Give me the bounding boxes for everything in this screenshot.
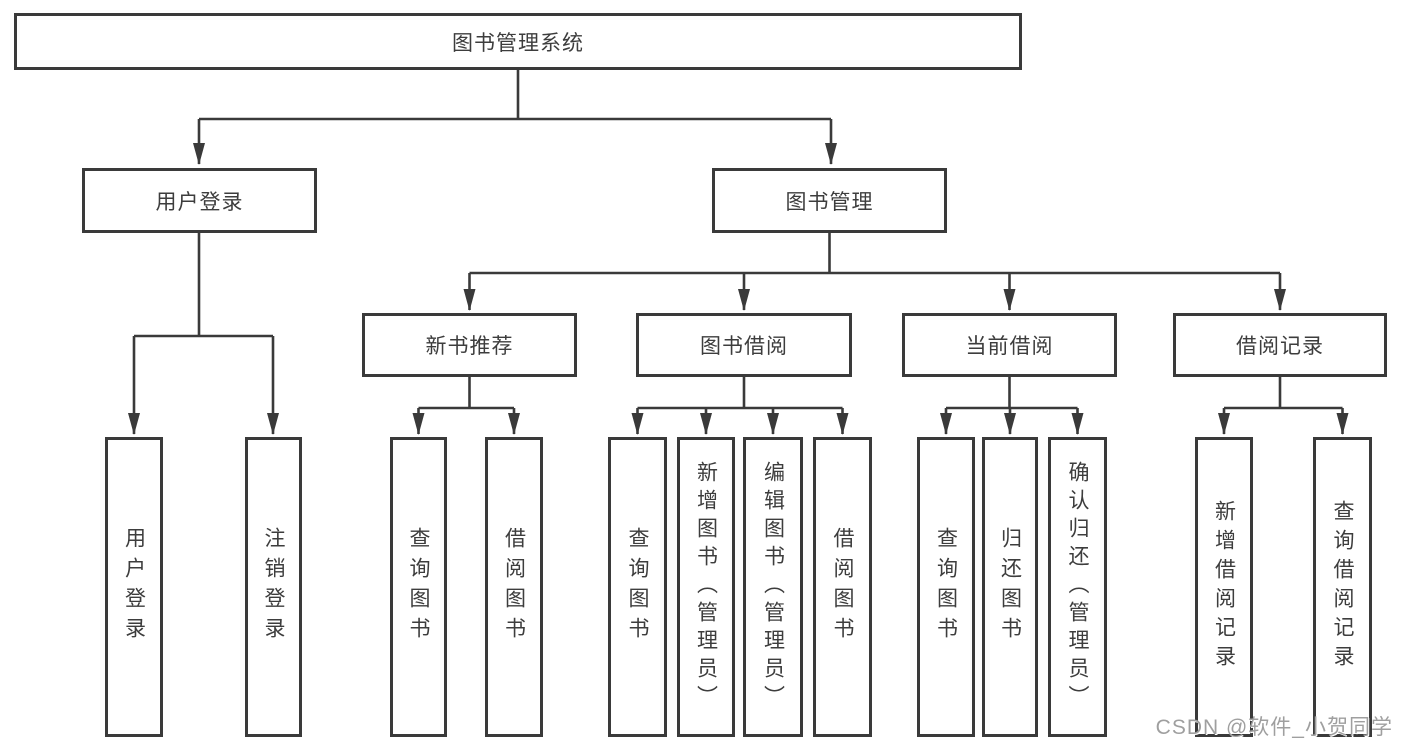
leaf-query-borrow-record: 查询借阅记录 [1313,437,1372,737]
node-book-borrow: 图书借阅 [636,313,852,377]
leaf-confirm-return-admin: 确认归还（管理员） [1048,437,1107,737]
leaf-add-book-admin: 新增图书（管理员） [677,437,735,737]
node-user-login: 用户登录 [82,168,317,233]
node-root-system: 图书管理系统 [14,13,1022,70]
csdn-watermark: CSDN @软件_小贺同学 [1155,716,1393,739]
node-borrow-records: 借阅记录 [1173,313,1387,377]
leaf-query-book-recommend: 查询图书 [390,437,447,737]
leaf-user-login: 用户登录 [105,437,163,737]
leaf-edit-book-admin: 编辑图书（管理员） [743,437,803,737]
leaf-borrow-book-recommend: 借阅图书 [485,437,543,737]
leaf-add-borrow-record: 新增借阅记录 [1195,437,1253,737]
leaf-borrow-book: 借阅图书 [813,437,872,737]
node-book-management: 图书管理 [712,168,947,233]
leaf-return-book: 归还图书 [982,437,1038,737]
leaf-query-book-current: 查询图书 [917,437,975,737]
node-new-book-recommend: 新书推荐 [362,313,577,377]
node-current-borrow: 当前借阅 [902,313,1117,377]
leaf-query-book-borrow: 查询图书 [608,437,667,737]
leaf-logout: 注销登录 [245,437,302,737]
